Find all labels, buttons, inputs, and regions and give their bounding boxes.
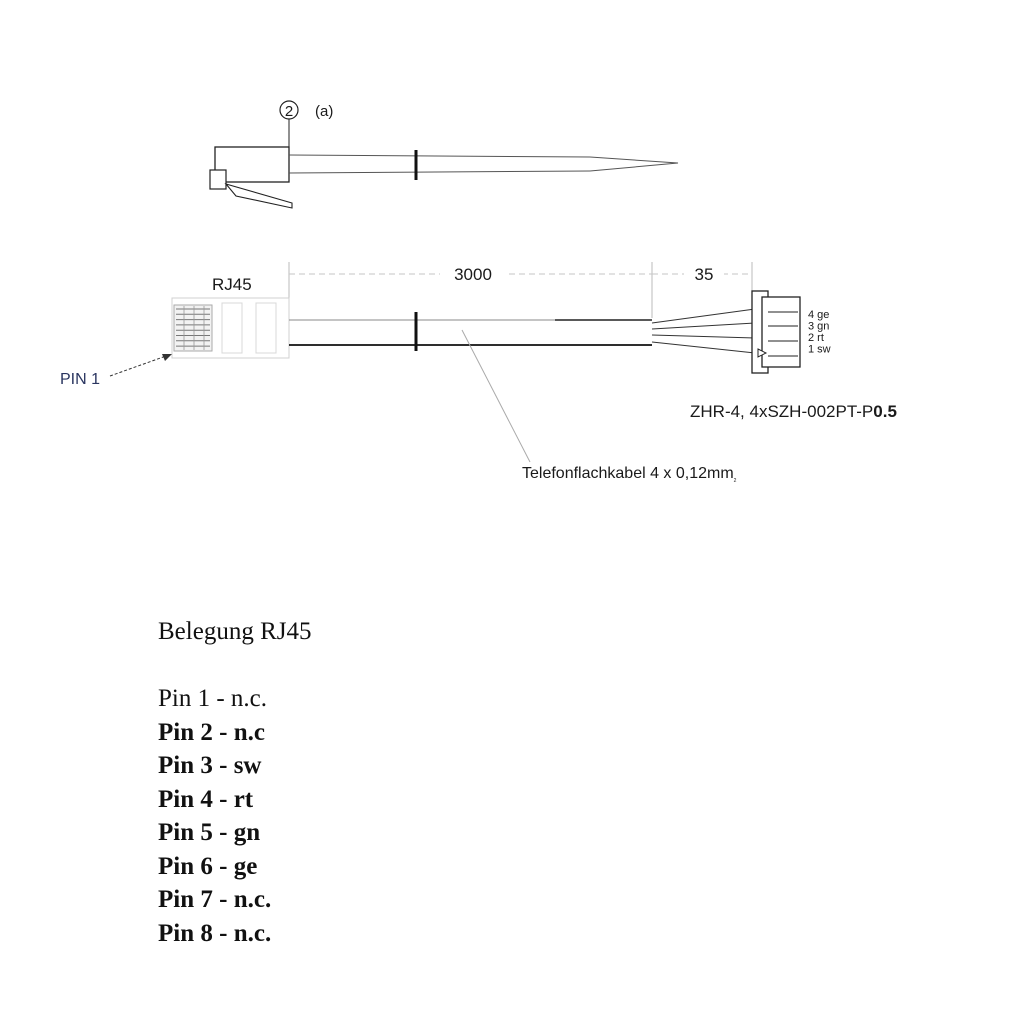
connector-right-label: ZHR-4, 4xSZH-002PT-P0.5 [690, 402, 897, 421]
wire-3 [651, 322, 756, 330]
dim-cable-length: 3000 [454, 265, 492, 284]
wire-label: 3 gn [808, 321, 829, 333]
pin1-arrow-head [162, 354, 172, 361]
callout-number: 2 [285, 103, 293, 120]
wire-1 [651, 341, 756, 354]
side-plug-tab [209, 169, 227, 190]
rj45-contacts [176, 306, 210, 350]
zhr-body [761, 296, 801, 368]
side-view: 2 (a) [209, 100, 679, 209]
rj45-label: RJ45 [212, 275, 252, 294]
pinout-row: Pin 3 - sw [158, 752, 262, 779]
pinout-title: Belegung RJ45 [158, 618, 312, 645]
dim-label-bg-3000 [440, 262, 508, 284]
wire-label: 4 ge [808, 309, 829, 321]
wire-label: 2 rt [808, 332, 824, 344]
cable-label-main: Telefonflachkabel 4 x 0,12mm [522, 465, 734, 482]
main-view: RJ45 3000 35 PIN 1 [60, 262, 897, 484]
pinout-row: Pin 8 - n.c. [158, 919, 272, 947]
side-cable-top [288, 154, 591, 158]
cable-label-superscript: 2 [734, 478, 737, 484]
pin1-arrow-line [109, 355, 167, 377]
rj45-contact-block [173, 304, 213, 352]
wire-fan [651, 308, 756, 354]
wire-label: 1 sw [808, 344, 831, 356]
wire-4 [651, 308, 756, 324]
zhr-connector [751, 290, 801, 374]
pinout-row: Pin 1 - n.c. [158, 685, 268, 712]
cable-label-leader [461, 329, 531, 463]
pinout-row: Pin 4 - rt [158, 785, 254, 813]
pin1-label: PIN 1 [60, 371, 100, 388]
rj45-boot-2 [255, 302, 277, 354]
pinout-row: Pin 5 - gn [158, 819, 261, 846]
connector-right-label-main: ZHR-4, 4xSZH-002PT-P [690, 402, 873, 421]
pinout-row: Pin 6 - ge [158, 852, 258, 880]
dim-strip-length: 35 [695, 265, 714, 284]
side-cable-bottom [288, 170, 591, 174]
side-plug-latch [224, 182, 293, 209]
cable-label: Telefonflachkabel 4 x 0,12mm2 [522, 465, 737, 484]
wire-labels: 4 ge3 gn2 rt1 sw [808, 309, 831, 356]
cable-assembly-drawing: 2 (a) RJ45 3000 35 [60, 100, 897, 484]
pinout-row: Pin 7 - n.c. [158, 886, 272, 913]
zhr-pin1-marker [757, 348, 768, 358]
rj45-boot-1 [221, 302, 243, 354]
side-plug-body [214, 146, 290, 183]
pinout-row: Pin 2 - n.c [158, 718, 265, 746]
side-cable-end [589, 156, 679, 172]
wire-2 [651, 334, 756, 339]
rj45-plug [171, 297, 290, 359]
dim-label-bg-35 [684, 262, 724, 284]
connector-right-label-bold: 0.5 [873, 402, 897, 421]
callout-suffix: (a) [315, 103, 333, 120]
